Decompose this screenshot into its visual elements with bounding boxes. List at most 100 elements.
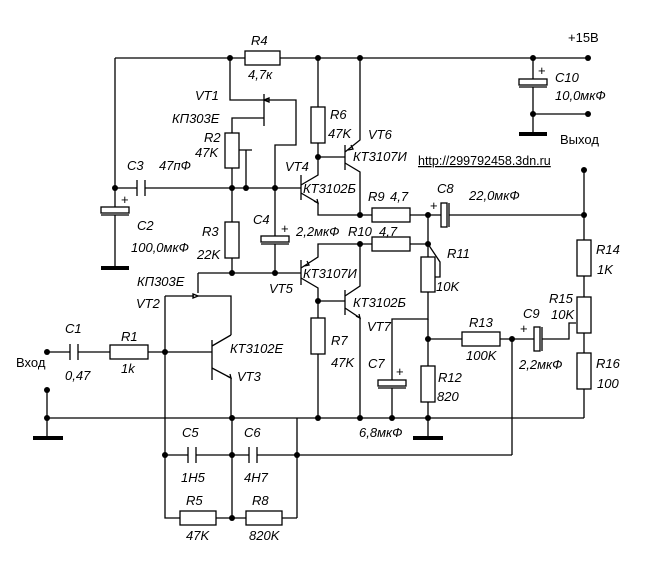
r14-value: 1K (597, 262, 614, 277)
junction-dots (44, 55, 591, 521)
c2-ref: C2 (137, 218, 154, 233)
vt6-arrow (347, 144, 354, 151)
r3-value: 22K (196, 247, 221, 262)
r5-ref: R5 (186, 493, 203, 508)
r13-value: 100K (466, 348, 498, 363)
resistor-r4 (244, 50, 281, 66)
capacitor-c8 (440, 202, 450, 228)
vt3-ref: VT3 (237, 369, 262, 384)
r16-value: 100 (597, 376, 619, 391)
c8-plus: + (430, 198, 438, 213)
ground-c10 (519, 132, 547, 136)
capacitor-c3 (136, 180, 146, 196)
resistor-r14 (576, 239, 592, 277)
resistor-r1 (109, 344, 149, 360)
r8-value: 820K (249, 528, 281, 543)
vt7-type: КТ3102Б (353, 295, 407, 310)
c1-value: 0,47 (65, 368, 91, 383)
capacitor-c5 (187, 447, 197, 463)
vt4-arrow (313, 198, 319, 205)
resistor-r3 (224, 221, 240, 259)
output-label: Выход (560, 132, 599, 147)
resistor-r16 (576, 352, 592, 390)
r6-ref: R6 (330, 107, 347, 122)
transistor-arrows (192, 97, 361, 380)
ground-main (413, 436, 443, 440)
r15-ref: R15 (549, 291, 574, 306)
vt5-type: КТ3107И (303, 266, 358, 281)
c9-value: 2,2мкФ (518, 357, 562, 372)
resistor-r5 (179, 510, 217, 526)
c10-value: 10,0мкФ (555, 88, 606, 103)
resistor-r11 (420, 256, 436, 293)
vt2-ref: VT2 (136, 296, 161, 311)
r10-ref: R10 (348, 224, 373, 239)
c10-ref: C10 (555, 70, 580, 85)
c9-plus: + (520, 321, 528, 336)
r12-value: 820 (437, 389, 459, 404)
input-label: Вход (16, 355, 46, 370)
vt2-type: КП303Е (137, 274, 185, 289)
vt1-gate-arrow (262, 97, 270, 103)
c6-value: 4Н7 (244, 470, 269, 485)
r8-ref: R8 (252, 493, 269, 508)
vt1-type: КП303Е (172, 111, 220, 126)
resistor-r9 (371, 207, 411, 223)
capacitor-c2 (100, 206, 130, 216)
vt6-ref: VT6 (368, 127, 393, 142)
c7-plus: + (396, 364, 404, 379)
r7-ref: R7 (331, 333, 348, 348)
r2-ref: R2 (204, 130, 221, 145)
vt4-ref: VT4 (285, 159, 309, 174)
ground-c2 (101, 266, 129, 270)
capacitor-c7 (377, 379, 407, 389)
capacitor-c4 (260, 235, 290, 245)
resistor-r7 (310, 317, 326, 355)
r12-ref: R12 (438, 370, 463, 385)
r5-value: 47K (186, 528, 210, 543)
c8-ref: C8 (437, 181, 454, 196)
r4-ref: R4 (251, 33, 268, 48)
c1-ref: C1 (65, 321, 82, 336)
c9-ref: C9 (523, 306, 540, 321)
supply-label: +15В (568, 30, 599, 45)
capacitor-c9 (533, 326, 543, 352)
capacitor-c6 (248, 447, 258, 463)
vt7-arrow (355, 313, 361, 320)
vt1-ref: VT1 (195, 88, 219, 103)
resistor-bodies (109, 50, 592, 526)
capacitor-c1 (69, 344, 79, 360)
c2-plus: + (121, 192, 129, 207)
c3-ref: C3 (127, 158, 144, 173)
c10-plus: + (538, 63, 546, 78)
r11-value: 10K (436, 279, 460, 294)
c4-ref: C4 (253, 212, 270, 227)
wires (46, 57, 588, 519)
r15-value: 10K (551, 307, 575, 322)
r10-value: 4,7 (379, 224, 398, 239)
r16-ref: R16 (596, 356, 621, 371)
resistor-r2 (224, 132, 240, 169)
r6-value: 47K (328, 126, 352, 141)
r3-ref: R3 (202, 224, 219, 239)
resistor-r10 (371, 236, 411, 252)
r1-value: 1k (121, 361, 136, 376)
c4-plus: + (281, 221, 289, 236)
vt3-arrow (226, 373, 232, 380)
c6-ref: C6 (244, 425, 261, 440)
c7-value: 6,8мкФ (359, 425, 402, 440)
url-link[interactable]: http://299792458.3dn.ru (418, 154, 551, 168)
c5-value: 1Н5 (181, 470, 206, 485)
c3-value: 47пФ (159, 158, 191, 173)
vt2-gate-arrow (192, 293, 200, 299)
r9-value: 4,7 (390, 189, 409, 204)
r13-ref: R13 (469, 315, 494, 330)
r14-ref: R14 (596, 242, 620, 257)
r7-value: 47K (331, 355, 355, 370)
ground-input (33, 436, 63, 440)
r2-value: 47K (195, 145, 219, 160)
r11-ref: R11 (447, 246, 470, 261)
vt5-arrow (303, 260, 310, 267)
c7-ref: C7 (368, 356, 385, 371)
